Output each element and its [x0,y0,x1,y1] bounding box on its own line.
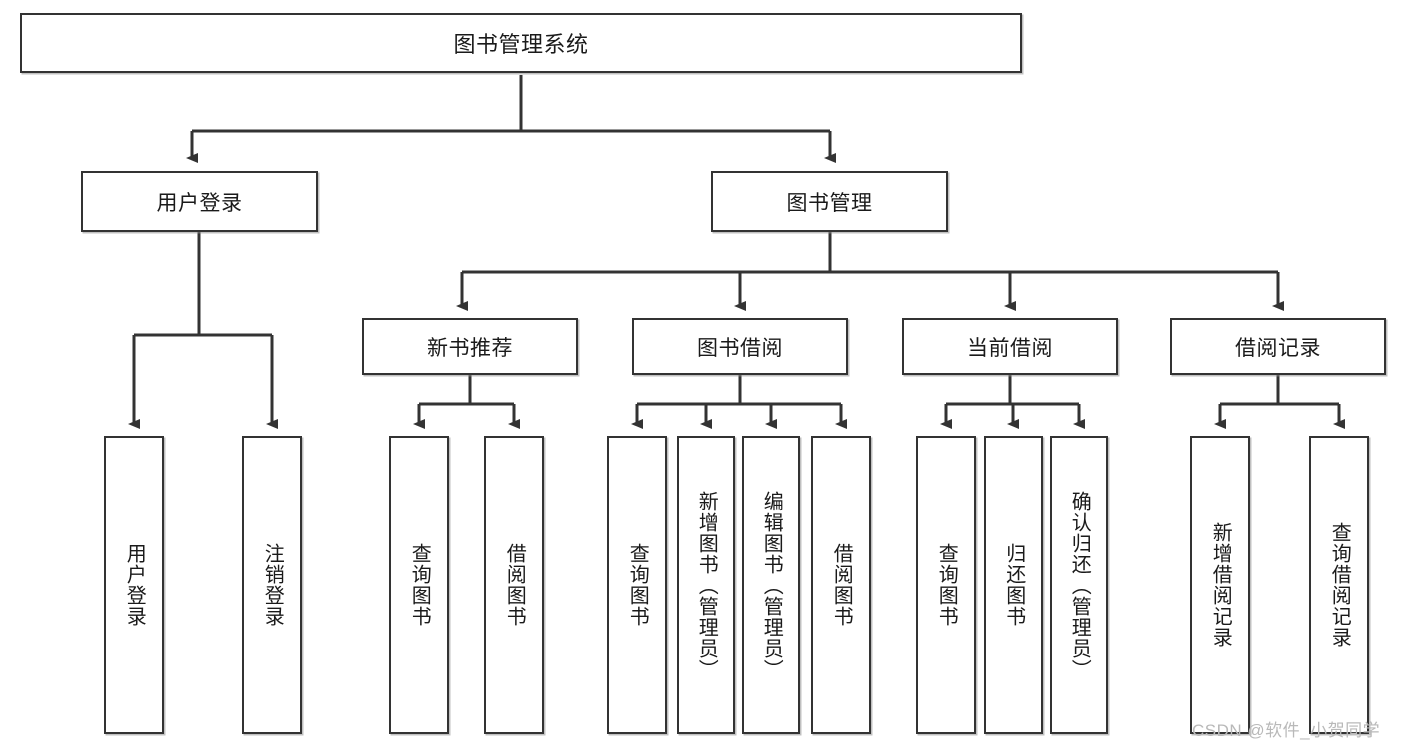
node-new-book-recommend[interactable]: 新书推荐 [362,318,578,375]
node-label: 图书管理系统 [453,32,589,57]
node-label: 归还图书 [1002,543,1025,627]
node-label: 注销登录 [261,543,284,627]
node-label: 新增借阅记录 [1209,522,1232,648]
node-label: 借阅图书 [503,543,526,627]
node-label: 新书推荐 [427,336,513,360]
node-label: 查询图书 [935,543,958,627]
node-leaf-borrow-book-2[interactable]: 借阅图书 [811,436,871,734]
csdn-watermark: CSDN @软件_小贺同学 [1192,721,1381,740]
node-label: 当前借阅 [967,336,1053,360]
node-label: 查询借阅记录 [1328,522,1351,648]
node-leaf-query-record[interactable]: 查询借阅记录 [1309,436,1369,734]
node-leaf-add-record[interactable]: 新增借阅记录 [1190,436,1250,734]
node-label: 新增图书（管理员） [695,490,718,680]
node-label: 借阅图书 [830,543,853,627]
node-root-system[interactable]: 图书管理系统 [20,13,1022,73]
node-leaf-query-book-3[interactable]: 查询图书 [916,436,976,734]
node-leaf-borrow-book-1[interactable]: 借阅图书 [484,436,544,734]
node-label: 查询图书 [408,543,431,627]
node-label: 图书借阅 [697,336,783,360]
node-leaf-confirm-return[interactable]: 确认归还（管理员） [1050,436,1108,734]
node-label: 图书管理 [786,191,873,215]
node-book-borrow[interactable]: 图书借阅 [632,318,848,375]
node-leaf-query-book-1[interactable]: 查询图书 [389,436,449,734]
node-leaf-query-book-2[interactable]: 查询图书 [607,436,667,734]
node-leaf-edit-book[interactable]: 编辑图书（管理员） [742,436,800,734]
node-leaf-logout-login[interactable]: 注销登录 [242,436,302,734]
node-label: 编辑图书（管理员） [760,490,783,680]
node-label: 查询图书 [626,543,649,627]
node-leaf-return-book[interactable]: 归还图书 [984,436,1043,734]
node-book-manage[interactable]: 图书管理 [711,171,948,232]
node-user-login[interactable]: 用户登录 [81,171,318,232]
node-label: 确认归还（管理员） [1068,490,1091,680]
node-label: 用户登录 [123,543,146,627]
node-leaf-add-book[interactable]: 新增图书（管理员） [677,436,735,734]
node-borrow-record[interactable]: 借阅记录 [1170,318,1386,375]
node-label: 借阅记录 [1235,336,1321,360]
node-current-borrow[interactable]: 当前借阅 [902,318,1118,375]
node-leaf-user-login[interactable]: 用户登录 [104,436,164,734]
node-label: 用户登录 [156,191,243,215]
